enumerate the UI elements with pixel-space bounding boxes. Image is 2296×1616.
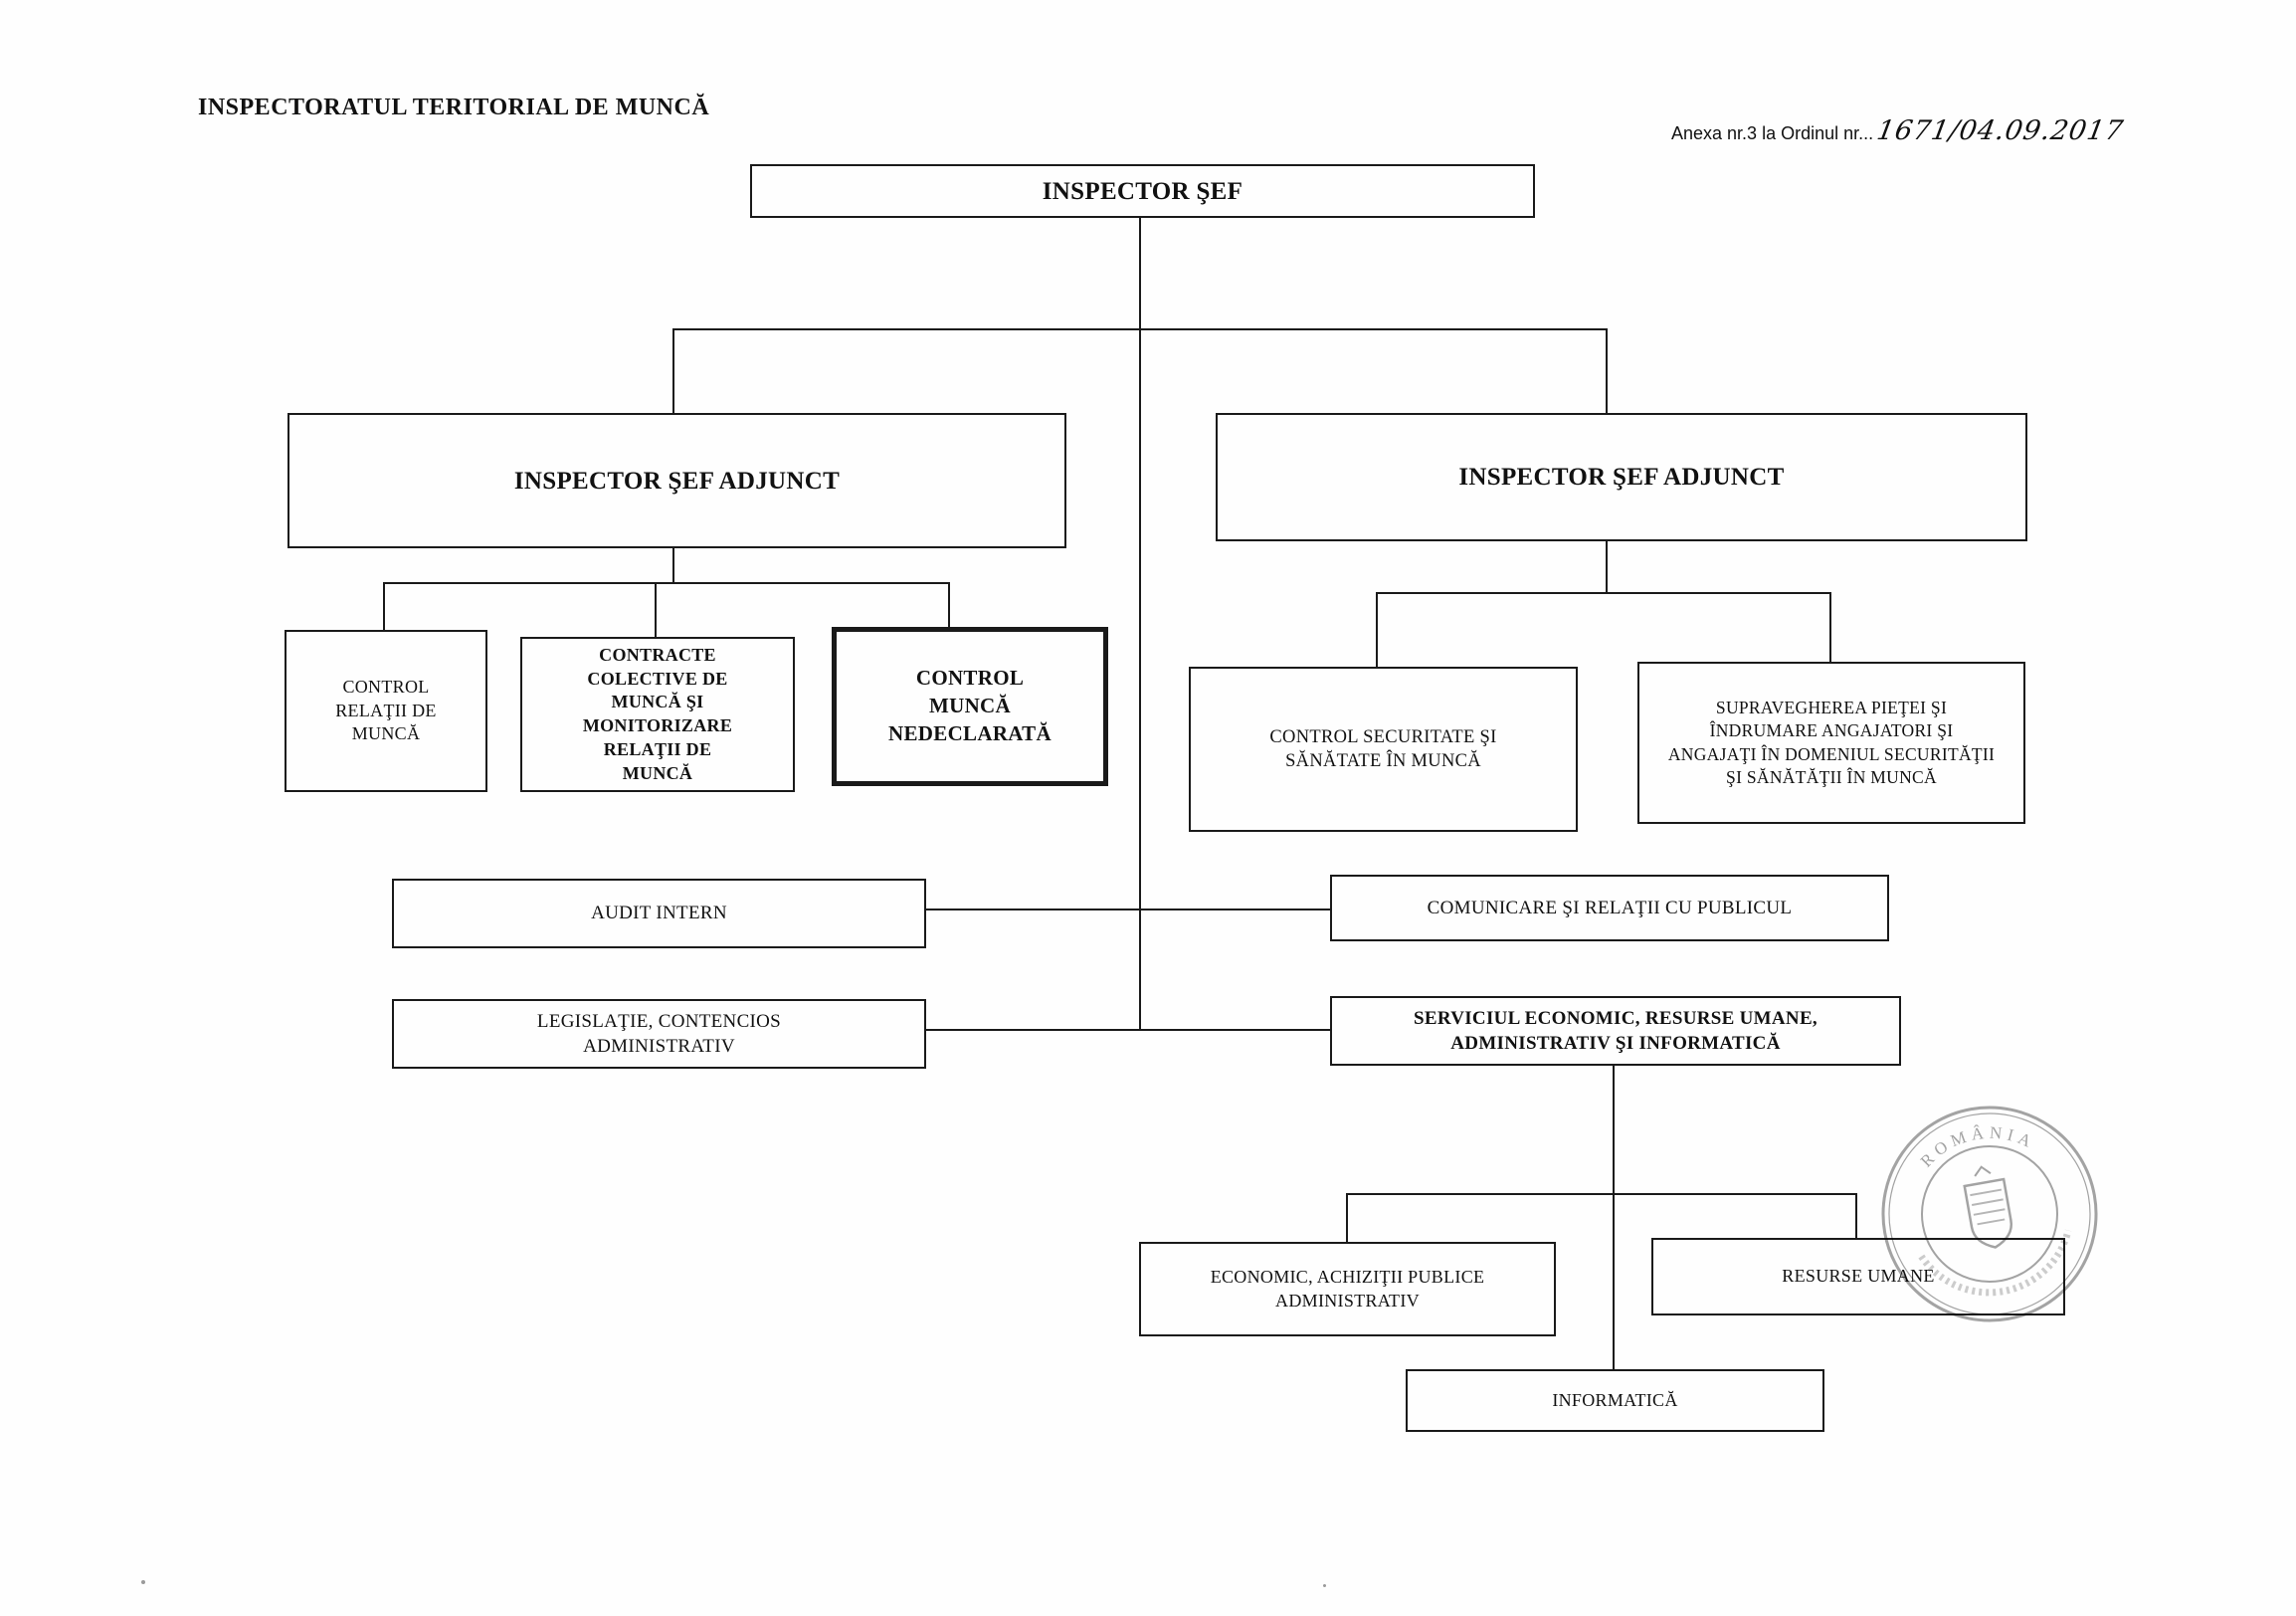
connector-line	[1613, 1062, 1615, 1369]
org-node-label: RESURSE UMANE	[1782, 1266, 1935, 1287]
connector-line	[922, 909, 1332, 910]
romania-official-stamp-icon: ROMÂNIA	[1881, 1106, 2098, 1322]
org-node-label: LEGISLAŢIE, CONTENCIOS ADMINISTRATIV	[536, 1010, 782, 1057]
connector-line	[922, 1029, 1332, 1031]
connector-line	[383, 582, 950, 584]
connector-line	[1855, 1193, 1857, 1238]
org-node-label: ECONOMIC, ACHIZIŢII PUBLICE ADMINISTRATI…	[1210, 1266, 1485, 1311]
org-node-contracte-colective: CONTRACTE COLECTIVE DE MUNCĂ ŞI MONITORI…	[520, 637, 795, 792]
org-node-label: SUPRAVEGHEREA PIEŢEI ŞI ÎNDRUMARE ANGAJA…	[1667, 698, 1996, 787]
connector-line	[672, 328, 1608, 330]
org-node-label: INSPECTOR ŞEF	[1042, 177, 1244, 205]
org-node-resurse-umane: RESURSE UMANE	[1651, 1238, 2065, 1315]
connector-line	[948, 582, 950, 627]
org-node-comunicare-relatii-public: COMUNICARE ŞI RELAŢII CU PUBLICUL	[1330, 875, 1889, 941]
connector-line	[1606, 537, 1608, 593]
org-node-inspector-sef: INSPECTOR ŞEF	[750, 164, 1535, 218]
connector-line	[1829, 592, 1831, 662]
org-node-legislatie-contencios: LEGISLAŢIE, CONTENCIOS ADMINISTRATIV	[392, 999, 926, 1069]
org-node-label: SERVICIUL ECONOMIC, RESURSE UMANE, ADMIN…	[1414, 1007, 1818, 1054]
document-title: INSPECTORATUL TERITORIAL DE MUNCĂ	[198, 95, 710, 120]
annex-reference: Anexa nr.3 la Ordinul nr... 1671/04.09.2…	[1671, 115, 2127, 146]
scan-speck	[141, 1580, 145, 1584]
connector-line	[655, 582, 657, 637]
org-node-label: INSPECTOR ŞEF ADJUNCT	[513, 467, 841, 495]
org-node-label: AUDIT INTERN	[591, 903, 727, 924]
annex-label: Anexa nr.3 la Ordinul nr...	[1671, 123, 1874, 143]
org-node-adjunct-left: INSPECTOR ŞEF ADJUNCT	[287, 413, 1066, 548]
org-node-label: INFORMATICĂ	[1552, 1389, 1678, 1410]
connector-line	[672, 544, 674, 583]
org-node-supravegherea-pietei: SUPRAVEGHEREA PIEŢEI ŞI ÎNDRUMARE ANGAJA…	[1637, 662, 2025, 824]
connector-line	[1606, 328, 1608, 413]
org-node-control-munca-nedeclarata: CONTROL MUNCĂ NEDECLARATĂ	[832, 627, 1108, 786]
org-node-adjunct-right: INSPECTOR ŞEF ADJUNCT	[1216, 413, 2027, 541]
connector-line	[1376, 592, 1831, 594]
org-node-label: CONTROL RELAŢII DE MUNCĂ	[335, 676, 437, 744]
org-node-label: CONTROL SECURITATE ŞI SĂNĂTATE ÎN MUNCĂ	[1269, 726, 1497, 771]
connector-line	[383, 582, 385, 630]
connector-line	[1346, 1193, 1348, 1242]
connector-line	[1346, 1193, 1857, 1195]
org-node-label: INSPECTOR ŞEF ADJUNCT	[1458, 464, 1785, 491]
org-node-label: CONTROL MUNCĂ NEDECLARATĂ	[888, 666, 1052, 745]
org-node-label: COMUNICARE ŞI RELAŢII CU PUBLICUL	[1427, 897, 1793, 918]
org-node-label: CONTRACTE COLECTIVE DE MUNCĂ ŞI MONITORI…	[582, 644, 733, 783]
org-node-serviciul-economic: SERVICIUL ECONOMIC, RESURSE UMANE, ADMIN…	[1330, 996, 1901, 1066]
org-node-informatica: INFORMATICĂ	[1406, 1369, 1824, 1432]
scan-speck	[1323, 1584, 1326, 1587]
org-node-control-securitate: CONTROL SECURITATE ŞI SĂNĂTATE ÎN MUNCĂ	[1189, 667, 1578, 832]
org-node-audit-intern: AUDIT INTERN	[392, 879, 926, 948]
annex-handwritten-number: 1671/04.09.2017	[1874, 115, 2127, 146]
org-node-economic-achizitii: ECONOMIC, ACHIZIŢII PUBLICE ADMINISTRATI…	[1139, 1242, 1556, 1336]
connector-line	[1376, 592, 1378, 667]
connector-line	[672, 328, 674, 413]
org-node-control-relatii-munca: CONTROL RELAŢII DE MUNCĂ	[285, 630, 487, 792]
connector-line	[1139, 214, 1141, 1031]
